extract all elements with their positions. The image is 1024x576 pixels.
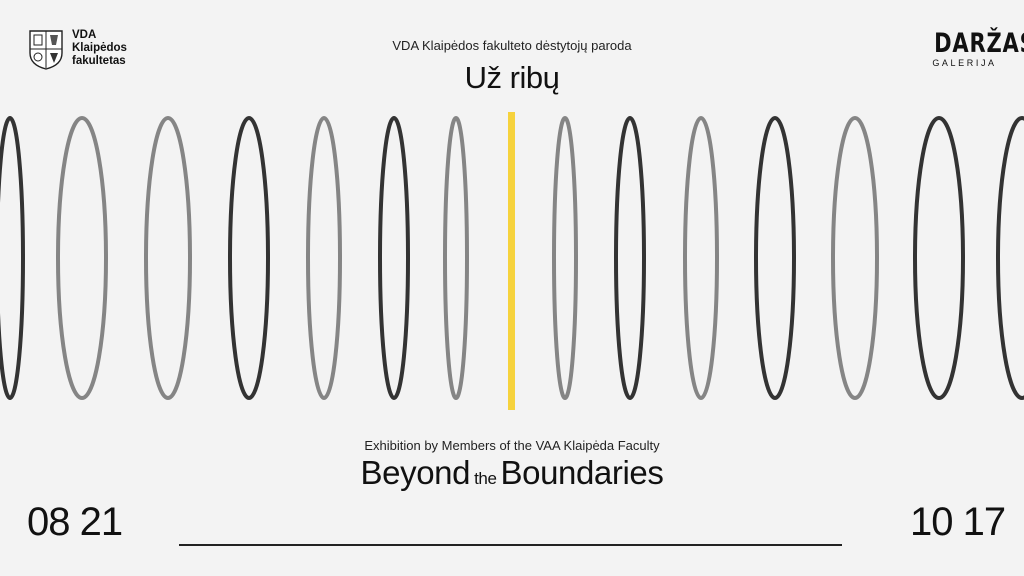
vda-logo: VDA Klaipėdos fakultetas xyxy=(28,29,127,71)
footer-title-small: the xyxy=(474,469,497,488)
ring xyxy=(56,116,108,400)
ring xyxy=(552,116,578,400)
header-subtitle: VDA Klaipėdos fakulteto dėstytojų paroda xyxy=(392,38,632,53)
logo-line-3: fakultetas xyxy=(72,55,126,67)
logo-right-sub: GALERIJA xyxy=(932,58,997,68)
ring xyxy=(306,116,342,400)
ring xyxy=(754,116,796,400)
ring xyxy=(443,116,469,400)
accent-bar xyxy=(508,112,515,410)
logo-line-1: VDA xyxy=(72,29,97,41)
ring xyxy=(378,116,410,400)
footer-subtitle: Exhibition by Members of the VAA Klaipėd… xyxy=(364,438,660,453)
divider-line xyxy=(179,544,842,546)
crest-icon xyxy=(29,30,63,70)
footer-title-part2: Boundaries xyxy=(500,454,664,491)
ring xyxy=(0,116,25,400)
ring xyxy=(228,116,270,400)
logo-line-2: Klaipėdos xyxy=(72,42,127,54)
ring xyxy=(144,116,192,400)
ring xyxy=(913,116,965,400)
start-date: 08 21 xyxy=(27,500,123,544)
footer-title-part1: Beyond xyxy=(360,454,471,491)
ring xyxy=(996,116,1024,400)
ring xyxy=(614,116,646,400)
header-title: Už ribų xyxy=(464,60,560,95)
ring xyxy=(683,116,719,400)
ring xyxy=(831,116,879,400)
end-date: 10 17 xyxy=(910,500,1006,544)
